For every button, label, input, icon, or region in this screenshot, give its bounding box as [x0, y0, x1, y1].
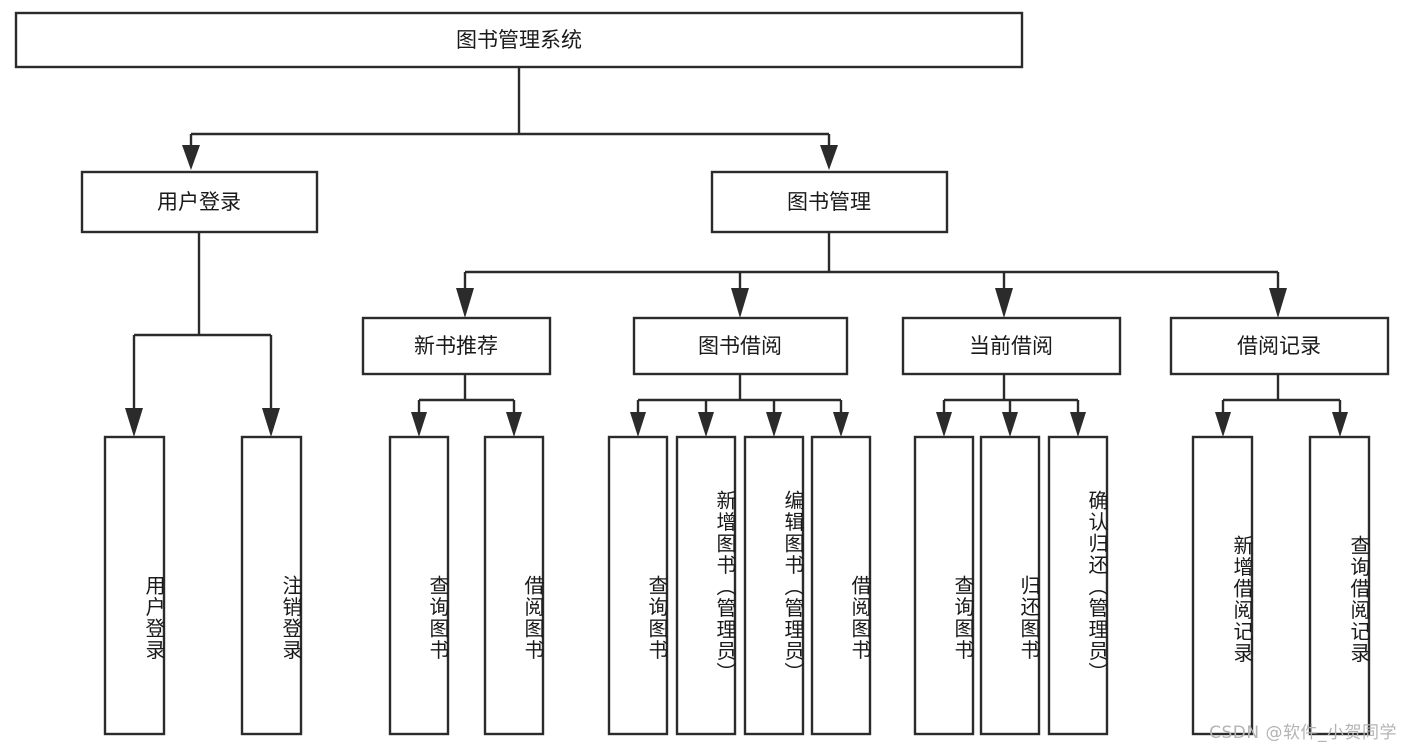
node-root[interactable]: 图书管理系统 — [14, 11, 1024, 69]
node-user-login-box[interactable] — [80, 170, 319, 234]
node-book-management-label: 图书管理 — [787, 190, 871, 214]
arrow-head-leaf-query-book-2 — [630, 412, 646, 437]
leaf-layer — [103, 435, 1371, 736]
node-root-box[interactable] — [14, 11, 1024, 69]
arrow-head-leaf-borrow-book-2 — [833, 412, 849, 437]
node-book-borrow[interactable]: 图书借阅 — [632, 316, 849, 376]
leaf-query-record-box[interactable] — [1308, 435, 1371, 736]
leaf-query-book-2-box[interactable] — [607, 435, 669, 736]
leaf-borrow-book-1-box[interactable] — [483, 435, 545, 736]
leaf-add-book-box[interactable] — [675, 435, 737, 736]
node-current-borrow-label: 当前借阅 — [969, 334, 1053, 358]
arrow-head-leaf-add-book — [698, 412, 714, 437]
node-book-borrow-box[interactable] — [632, 316, 849, 376]
arrow-head-leaf-query-record — [1332, 412, 1348, 437]
node-new-book-recommend-box[interactable] — [361, 316, 552, 376]
node-new-book-recommend-label: 新书推荐 — [414, 334, 498, 358]
arrow-head-leaf-user-logout — [262, 408, 280, 437]
leaf-edit-book-box[interactable] — [743, 435, 805, 736]
arrow-head-book-management — [820, 145, 838, 170]
leaf-add-record-box[interactable] — [1191, 435, 1254, 736]
node-borrow-record-box[interactable] — [1169, 316, 1390, 376]
arrow-head-leaf-user-login — [125, 408, 143, 437]
leaf-query-book-1-box[interactable] — [388, 435, 450, 736]
connector-layer — [125, 67, 1348, 437]
arrow-head-leaf-return-book — [1002, 412, 1018, 437]
node-new-book-recommend[interactable]: 新书推荐 — [361, 316, 552, 376]
leaf-user-login-box[interactable] — [103, 435, 166, 736]
watermark-csdn: CSDN @软件_小贺同学 — [1209, 723, 1397, 743]
leaf-borrow-book-2-box[interactable] — [810, 435, 872, 736]
node-current-borrow[interactable]: 当前借阅 — [901, 316, 1122, 376]
arrow-head-leaf-query-book-3 — [936, 412, 952, 437]
node-borrow-record-label: 借阅记录 — [1237, 334, 1321, 358]
node-book-management-box[interactable] — [710, 170, 949, 234]
node-user-login[interactable]: 用户登录 — [80, 170, 319, 234]
leaf-return-book-box[interactable] — [979, 435, 1041, 736]
arrow-head-new-book-recommend — [456, 288, 474, 318]
arrow-head-user-login — [182, 145, 200, 170]
leaf-confirm-return-box[interactable] — [1047, 435, 1109, 736]
arrow-head-leaf-borrow-book-1 — [506, 412, 522, 437]
arrow-head-leaf-query-book-1 — [411, 412, 427, 437]
leaf-user-logout-box[interactable] — [240, 435, 303, 736]
node-current-borrow-box[interactable] — [901, 316, 1122, 376]
node-borrow-record[interactable]: 借阅记录 — [1169, 316, 1390, 376]
arrow-head-leaf-add-record — [1215, 412, 1231, 437]
node-root-label: 图书管理系统 — [456, 28, 582, 52]
arrow-head-book-borrow — [731, 288, 749, 318]
arrow-head-leaf-confirm-return — [1070, 412, 1086, 437]
arrow-head-leaf-edit-book — [766, 412, 782, 437]
arrow-head-borrow-record — [1269, 288, 1287, 318]
leaf-query-book-3-box[interactable] — [913, 435, 975, 736]
node-book-borrow-label: 图书借阅 — [698, 334, 782, 358]
arrow-head-current-borrow — [995, 288, 1013, 318]
node-user-login-label: 用户登录 — [157, 190, 241, 214]
node-book-management[interactable]: 图书管理 — [710, 170, 949, 234]
